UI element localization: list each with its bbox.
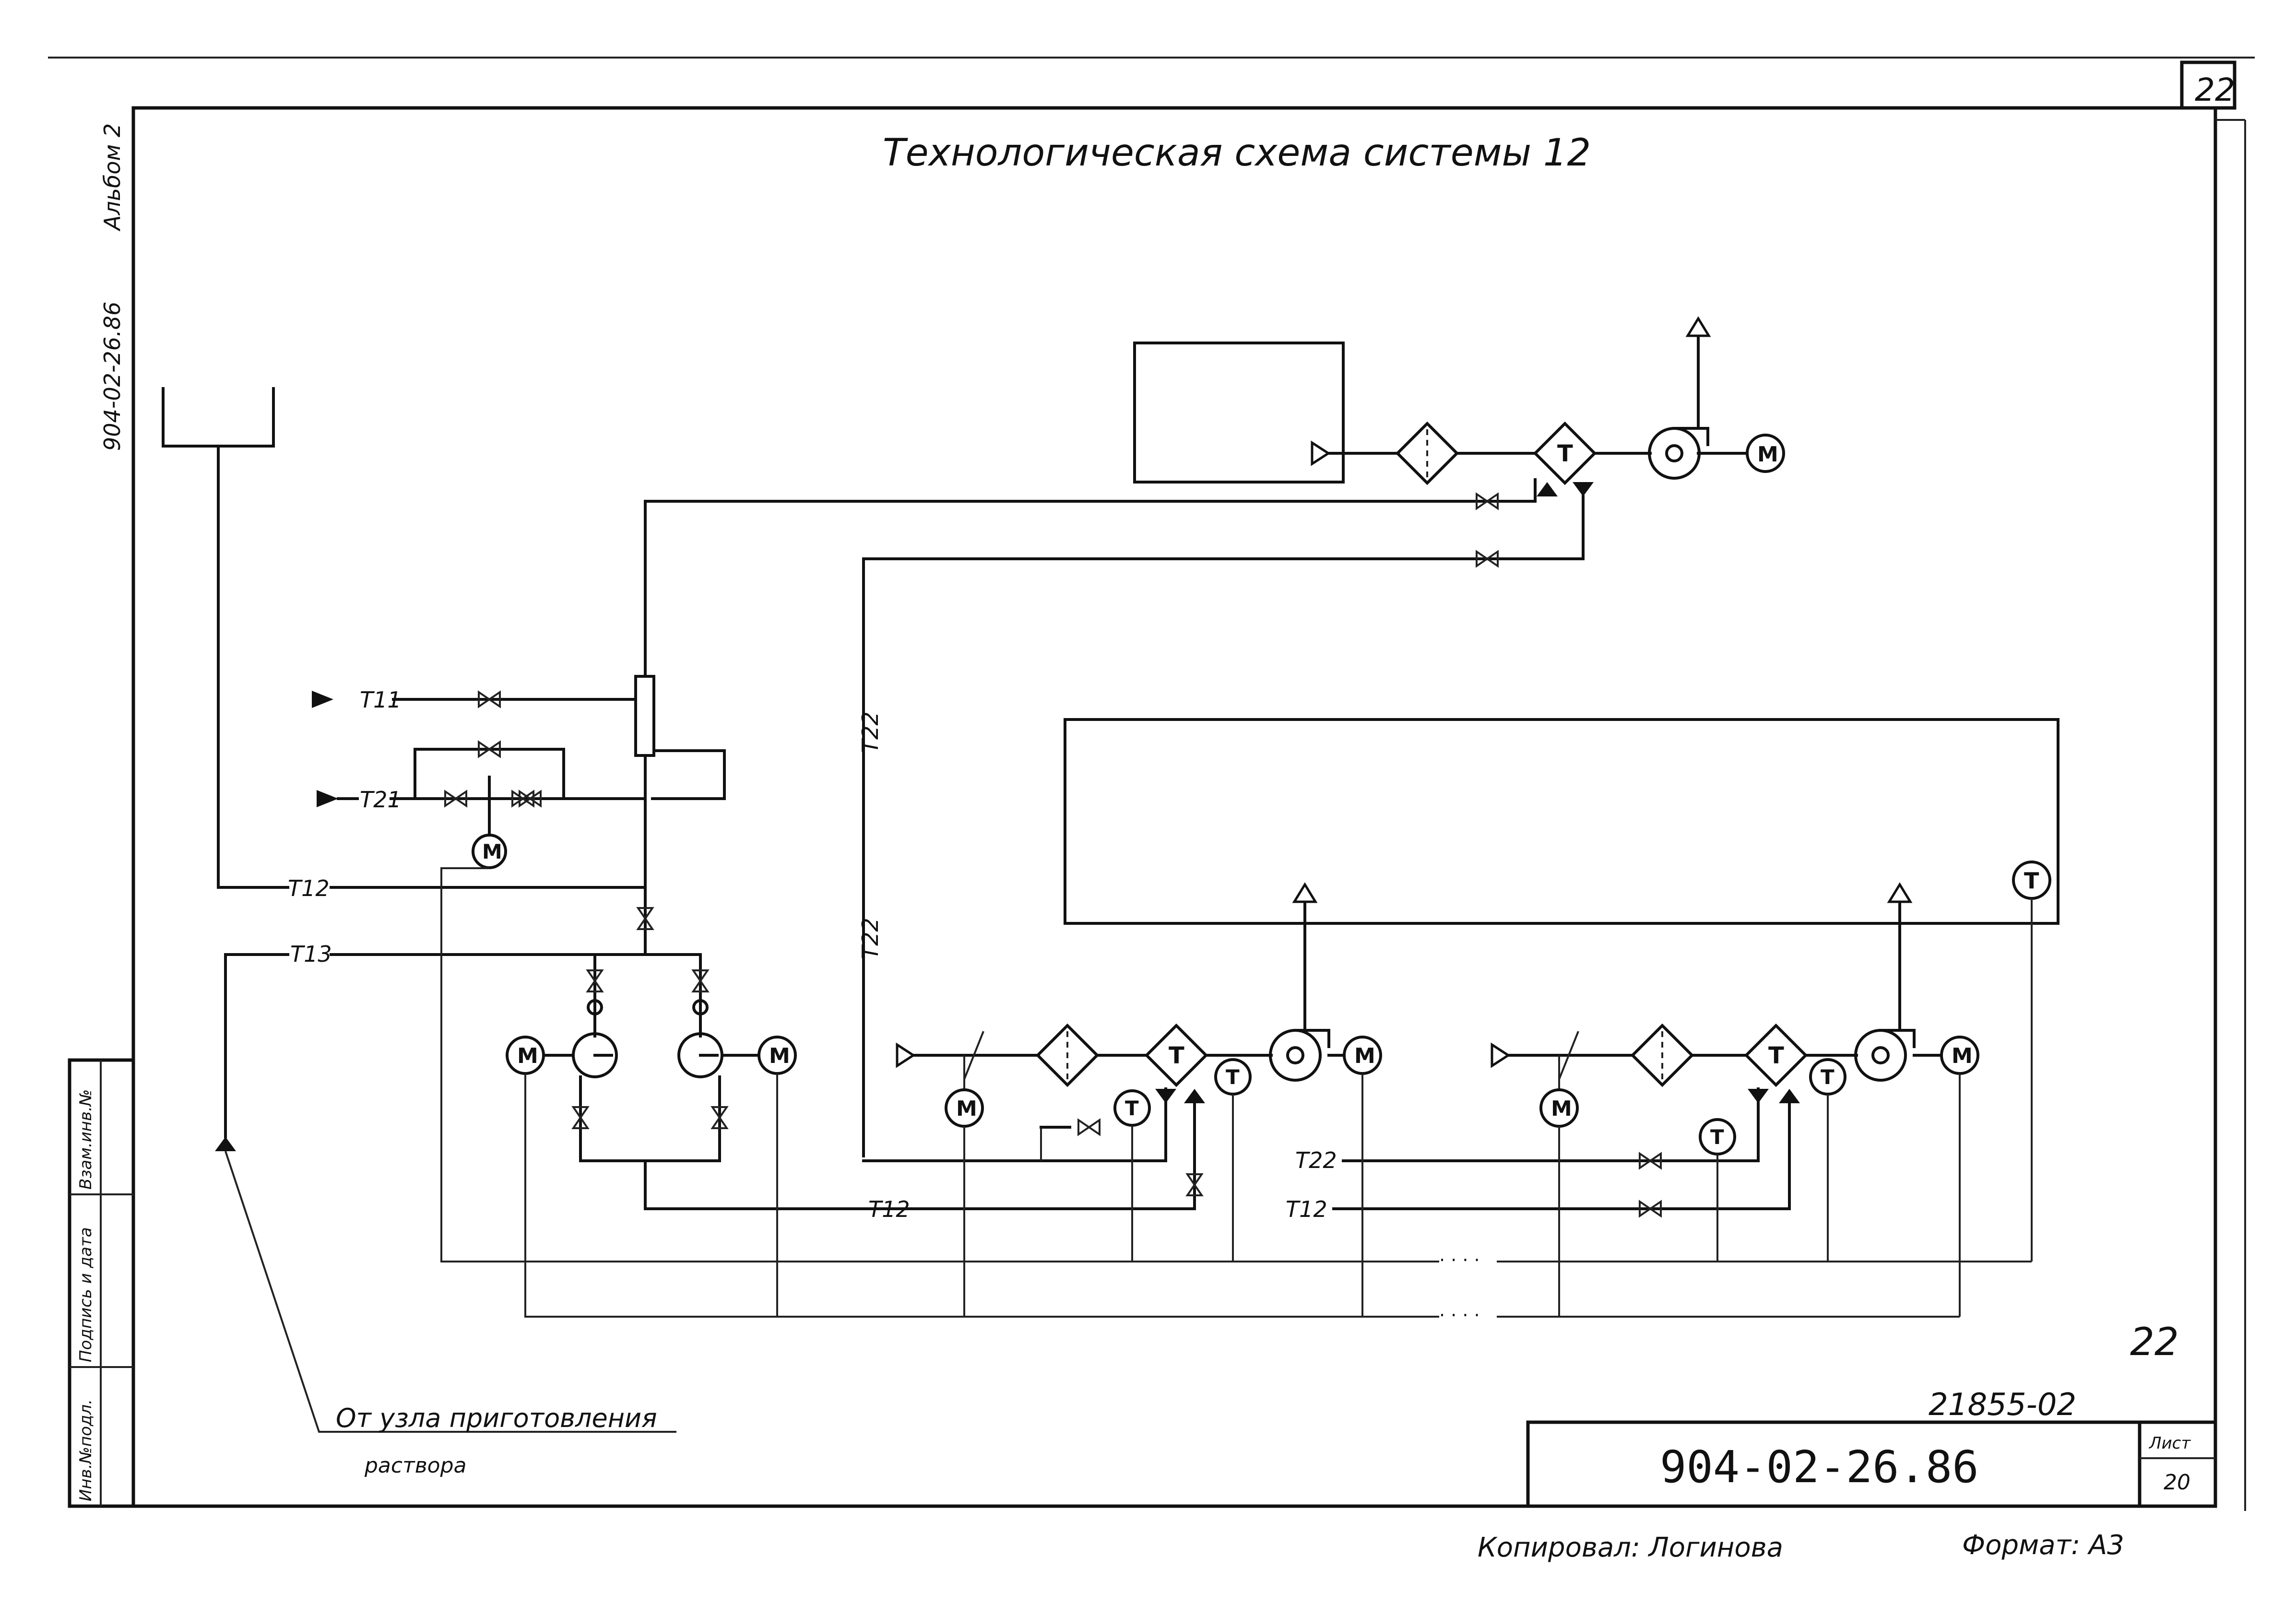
- room-hall: [1064, 718, 2059, 925]
- source-note-line2: раствора: [364, 1453, 466, 1478]
- stamp-signature: Подпись и дата: [76, 1227, 95, 1362]
- upper-unit: [862, 318, 1785, 1157]
- doc-code: 904-02-26.86: [1660, 1441, 1979, 1493]
- pipe-label-t22-upper: Т22: [857, 711, 883, 753]
- unit1-temp-sensor-label: Т: [1226, 1065, 1240, 1089]
- unit1-motor-label: М: [1354, 1044, 1375, 1068]
- unit1-temp-control-label: Т: [1125, 1097, 1139, 1120]
- motor-valve-label: М: [482, 840, 502, 863]
- pipe-label-t12-bottom-b: Т12: [1286, 1196, 1327, 1222]
- unit2-motor-label: М: [1952, 1044, 1973, 1068]
- pipe-label-t12-left: Т12: [288, 875, 330, 901]
- pipe-label-t13: Т13: [290, 941, 332, 967]
- unit1-damper-motor-label: М: [956, 1097, 977, 1121]
- pipe-label-t22-bottom: Т22: [1295, 1147, 1337, 1173]
- room-upper: [1133, 342, 1345, 484]
- unit2-heater-label: Т: [1768, 1042, 1784, 1069]
- valve-unit1-bypass[interactable]: [1077, 1119, 1101, 1135]
- sheet-label: Лист: [2148, 1434, 2191, 1453]
- pump-motor-right-label: М: [769, 1044, 790, 1068]
- solution-tank: [162, 387, 647, 889]
- return-arrow-t21: [317, 790, 338, 807]
- stamp-vzam: Взам.инв.№: [76, 1089, 95, 1190]
- copied-by: Копировал: Логинова: [1478, 1532, 1783, 1563]
- format-label: Формат: А3: [1962, 1530, 2124, 1561]
- pipe-label-t12-bottom-a: Т12: [868, 1196, 910, 1222]
- dots-lower: · · · ·: [1439, 1305, 1480, 1326]
- pump-motor-left-label: М: [517, 1044, 538, 1068]
- archive-number: 21855-02: [1929, 1387, 2076, 1423]
- source-arrow: [215, 1137, 236, 1151]
- hall-temp-sensor-label: Т: [2024, 868, 2039, 894]
- source-note-line1: От узла приготовления: [336, 1403, 657, 1433]
- sheet-frame: [48, 57, 2255, 1511]
- control-lines: [440, 867, 2032, 1318]
- unit2-temp-control-label: Т: [1710, 1125, 1724, 1149]
- dots-upper: · · · ·: [1439, 1250, 1480, 1271]
- unit2-temp-sensor-label: Т: [1821, 1065, 1834, 1089]
- page-title: Технологическая схема системы 12: [883, 131, 1591, 175]
- pipe-label-t22-mid: Т22: [857, 918, 883, 959]
- album-label: Альбом 2: [99, 123, 125, 232]
- unit2-damper-motor-label: М: [1551, 1097, 1572, 1121]
- page-mark: 22: [2130, 1320, 2179, 1364]
- stamp-inv-podl: Инв.№подл.: [76, 1399, 95, 1501]
- upper-motor-label: М: [1757, 442, 1778, 467]
- pump-group: [506, 953, 867, 1210]
- corner-number: 22: [2195, 71, 2235, 108]
- sheet-number: 20: [2164, 1470, 2190, 1495]
- mixing-cylinder: [634, 675, 655, 757]
- unit1-heater-label: Т: [1169, 1042, 1184, 1069]
- upper-heater-label: Т: [1557, 440, 1573, 467]
- side-code: 904-02-26.86: [99, 302, 125, 451]
- supply-arrow-t11: [312, 691, 333, 708]
